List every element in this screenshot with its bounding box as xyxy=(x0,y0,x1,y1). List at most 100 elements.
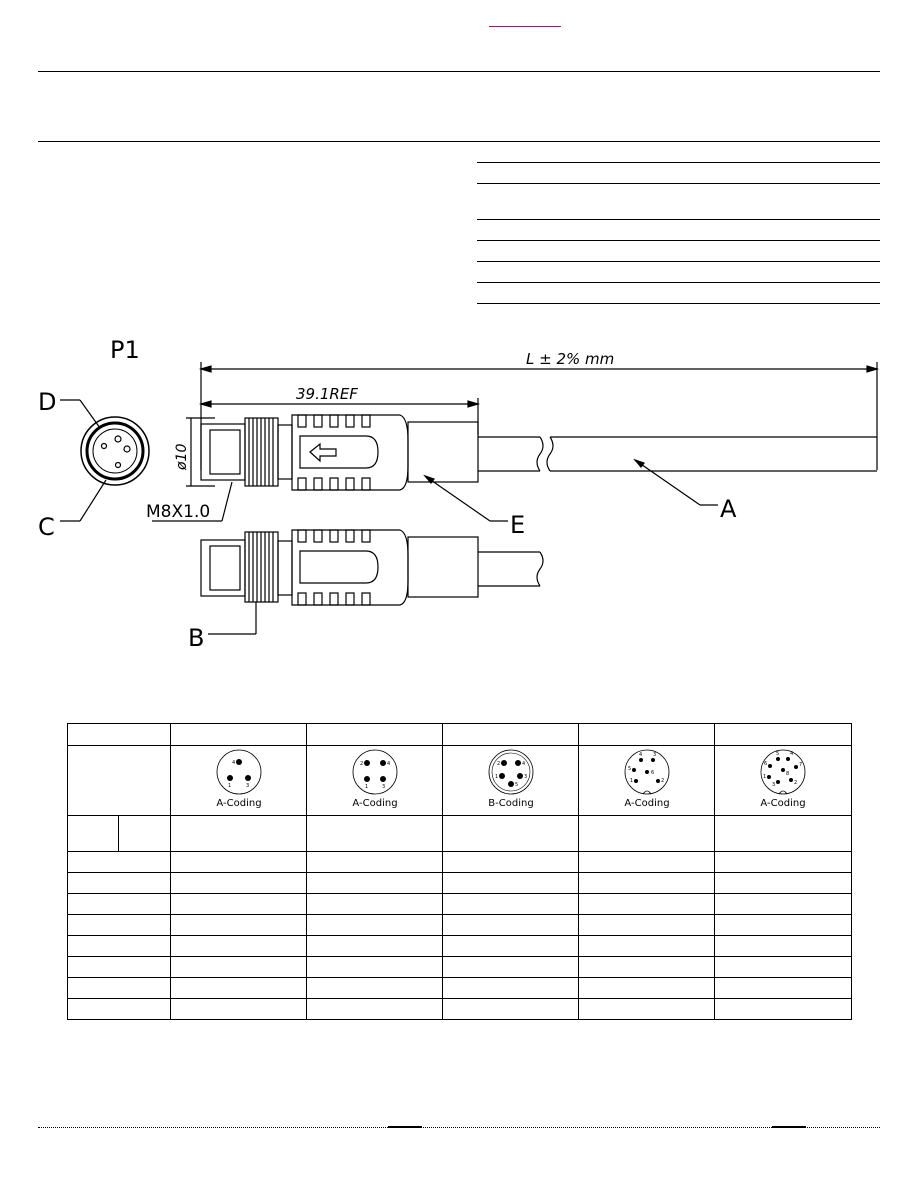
table-cell xyxy=(714,851,852,873)
table-cell xyxy=(118,815,171,852)
lower-connector xyxy=(200,529,544,606)
svg-text:1: 1 xyxy=(763,774,766,780)
spec-row-line xyxy=(477,240,880,241)
table-row xyxy=(67,723,852,746)
table-cell xyxy=(170,914,307,936)
length-arrow-left xyxy=(198,365,212,373)
table-cell xyxy=(578,723,715,746)
svg-text:1: 1 xyxy=(228,783,231,789)
diameter-dim-text: ø10 xyxy=(174,444,190,471)
footer-mark-right xyxy=(772,1126,806,1128)
table-row xyxy=(67,851,852,873)
table-cell xyxy=(578,998,715,1020)
svg-text:2: 2 xyxy=(794,780,797,786)
svg-text:4: 4 xyxy=(232,760,235,766)
pinout-cell: 4 3 5 6 1 2 A-Coding xyxy=(578,745,715,816)
length-dim-text: L ± 2% mm xyxy=(526,350,614,368)
ref-arrow-right xyxy=(467,400,481,408)
header-rule-top xyxy=(38,71,880,72)
table-cell xyxy=(714,815,852,852)
table-cell xyxy=(442,935,579,957)
coding-label: B-Coding xyxy=(488,798,533,809)
spec-row-line xyxy=(477,162,880,163)
spec-row-line xyxy=(477,219,880,220)
table-cell xyxy=(578,893,715,915)
callout-a: A xyxy=(633,458,737,523)
ref-arrow-left xyxy=(198,400,212,408)
table-cell xyxy=(442,956,579,978)
pinout-8pin-diagram: 5 4 6 7 8 1 2 3 A-Coding xyxy=(760,749,806,809)
table-cell xyxy=(170,851,307,873)
table-cell xyxy=(306,956,443,978)
svg-text:1: 1 xyxy=(630,778,633,784)
header-link-underline[interactable] xyxy=(489,26,561,27)
table-cell xyxy=(714,893,852,915)
table-cell xyxy=(442,893,579,915)
table-cell xyxy=(170,935,307,957)
svg-text:3: 3 xyxy=(653,752,656,758)
svg-text:2: 2 xyxy=(497,761,500,767)
svg-text:3: 3 xyxy=(382,784,385,790)
table-cell xyxy=(306,815,443,852)
spec-row-line xyxy=(477,183,880,184)
pinout-6pin-diagram: 4 3 5 6 1 2 A-Coding xyxy=(624,749,669,809)
svg-text:6: 6 xyxy=(651,770,654,776)
svg-text:B: B xyxy=(188,624,204,652)
table-cell xyxy=(67,745,171,816)
coding-label: A-Coding xyxy=(216,798,261,809)
table-cell xyxy=(306,914,443,936)
table-cell xyxy=(170,723,307,746)
coding-label: A-Coding xyxy=(352,798,397,809)
table-cell xyxy=(578,815,715,852)
table-cell xyxy=(67,723,171,746)
table-cell xyxy=(170,872,307,894)
table-row xyxy=(67,935,852,957)
pinout-cell: 2 4 1 3 5 B-Coding xyxy=(442,745,579,816)
callout-c: C xyxy=(38,479,107,541)
svg-text:M8X1.0: M8X1.0 xyxy=(146,502,210,522)
svg-text:7: 7 xyxy=(799,762,802,768)
table-cell xyxy=(306,893,443,915)
table-row xyxy=(67,998,852,1020)
svg-text:2: 2 xyxy=(360,761,363,767)
svg-text:3: 3 xyxy=(524,774,527,780)
table-row xyxy=(67,872,852,894)
table-row xyxy=(67,977,852,999)
callout-d: D xyxy=(38,388,101,429)
table-cell xyxy=(170,977,307,999)
table-cell xyxy=(578,935,715,957)
table-row xyxy=(67,893,852,915)
pinout-3pin-diagram: 4 1 3 A-Coding xyxy=(216,749,261,809)
callout-b: B xyxy=(188,602,257,652)
table-cell xyxy=(442,815,579,852)
table-cell xyxy=(714,723,852,746)
table-cell xyxy=(714,935,852,957)
coding-label: A-Coding xyxy=(760,798,805,809)
table-cell xyxy=(306,872,443,894)
table-cell xyxy=(67,956,171,978)
table-row xyxy=(67,914,852,936)
table-row: 4 1 3 A-Coding 2 4 1 3 A-Coding xyxy=(67,745,852,816)
svg-text:1: 1 xyxy=(365,784,368,790)
svg-text:1: 1 xyxy=(495,774,498,780)
svg-text:6: 6 xyxy=(764,761,767,767)
table-cell xyxy=(578,956,715,978)
callout-e: E xyxy=(423,474,525,539)
table-cell xyxy=(442,914,579,936)
table-cell xyxy=(306,977,443,999)
table-cell xyxy=(67,893,171,915)
table-row xyxy=(67,815,852,852)
table-cell xyxy=(170,893,307,915)
svg-text:5: 5 xyxy=(515,782,518,788)
table-cell xyxy=(578,872,715,894)
pin-assignment-table: 4 1 3 A-Coding 2 4 1 3 A-Coding xyxy=(67,723,852,1020)
svg-text:5: 5 xyxy=(628,766,631,772)
table-cell xyxy=(442,851,579,873)
connector-face-view xyxy=(80,416,150,486)
svg-text:8: 8 xyxy=(786,771,789,777)
footer-rule xyxy=(38,1127,880,1128)
svg-text:3: 3 xyxy=(246,783,249,789)
table-cell xyxy=(67,872,171,894)
table-cell xyxy=(714,914,852,936)
svg-text:4: 4 xyxy=(522,761,525,767)
